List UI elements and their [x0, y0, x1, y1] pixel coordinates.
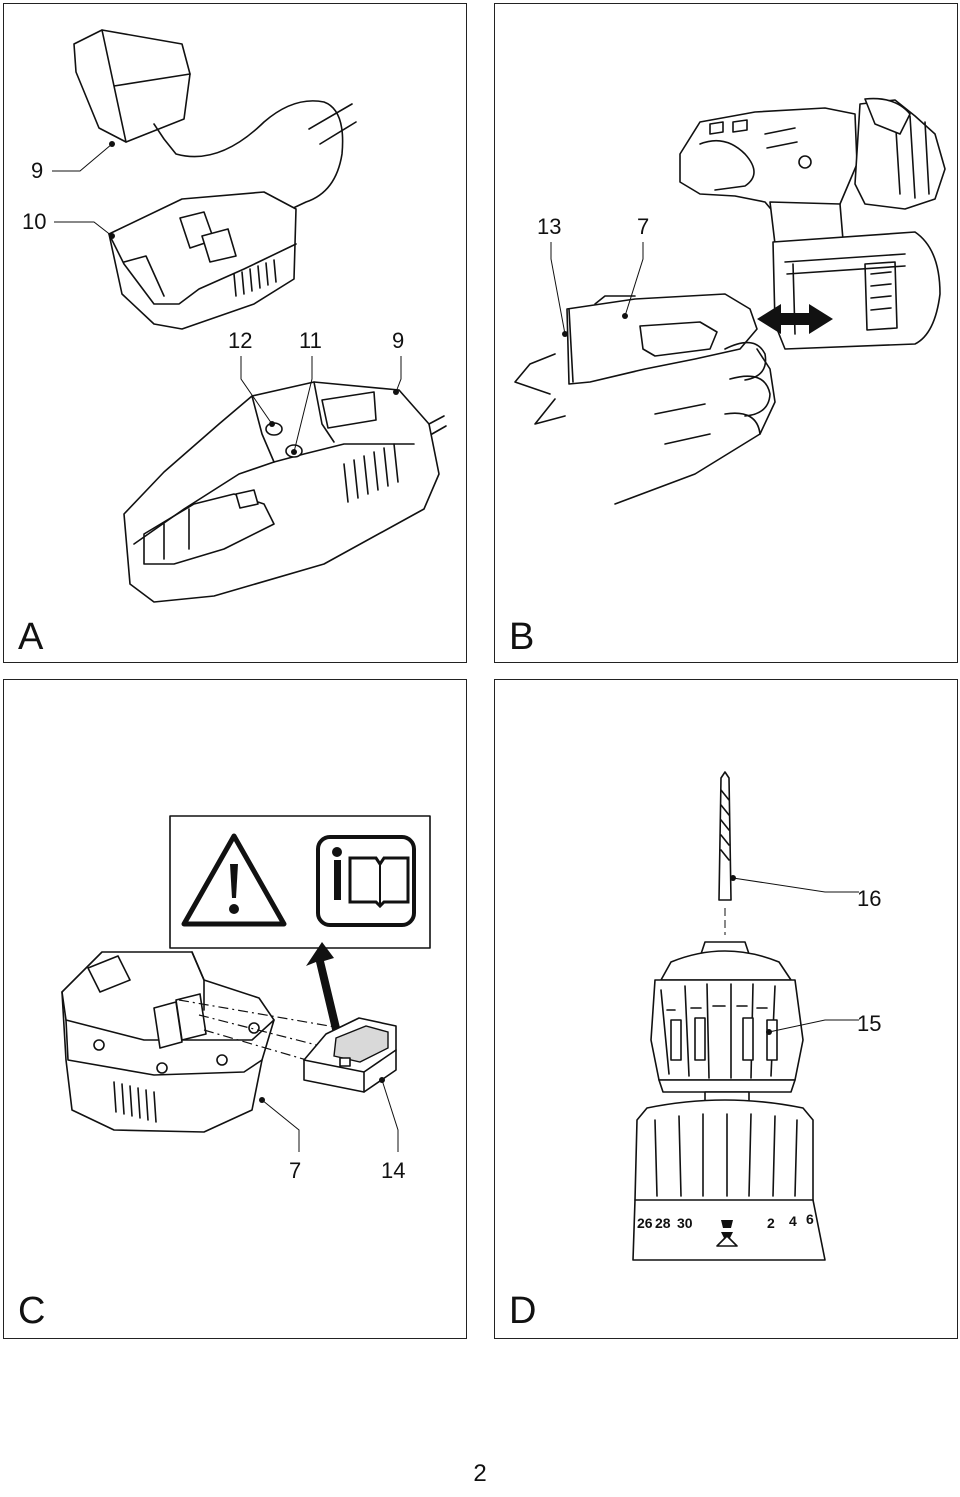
- callout-14: 14: [381, 1158, 406, 1183]
- callout-9-adapter: 9: [31, 158, 44, 183]
- callout-7-c: 7: [289, 1158, 302, 1183]
- callout-12: 12: [228, 328, 253, 353]
- panel-letter-c: C: [18, 1290, 46, 1332]
- callout-15: 15: [857, 1011, 882, 1036]
- charger-illustration: [52, 29, 447, 603]
- callout-7: 7: [637, 214, 650, 239]
- scale-label-6: 6: [806, 1211, 814, 1227]
- callout-16: 16: [857, 886, 882, 911]
- scale-label-28: 28: [655, 1215, 671, 1231]
- panel-letter-b: B: [509, 616, 535, 658]
- scale-label-26: 26: [637, 1215, 653, 1231]
- scale-label-4: 4: [789, 1213, 797, 1229]
- scale-label-30: 30: [677, 1215, 693, 1231]
- battery-label-illustration: [61, 815, 431, 1152]
- callout-9-charger: 9: [392, 328, 405, 353]
- read-manual-icon: [316, 835, 416, 927]
- figure-panel-b: 13 7 B: [494, 3, 958, 663]
- panel-letter-d: D: [509, 1290, 537, 1332]
- battery-insertion-illustration: [514, 97, 946, 505]
- scale-label-2: 2: [767, 1215, 775, 1231]
- panel-letter-a: A: [18, 616, 44, 658]
- figure-panel-d: 16 15 26 28 30 2 4 6 D: [494, 679, 958, 1339]
- chuck-and-bit-illustration: [632, 771, 859, 1261]
- callout-11: 11: [299, 328, 322, 353]
- figure-panel-c: 7 14 C: [3, 679, 467, 1339]
- figure-panel-a: 9 10 12 11 9 A: [3, 3, 467, 663]
- callout-10: 10: [22, 209, 47, 234]
- warning-triangle-icon: [181, 833, 287, 927]
- callout-13: 13: [537, 214, 562, 239]
- page-number: 2: [473, 1460, 487, 1487]
